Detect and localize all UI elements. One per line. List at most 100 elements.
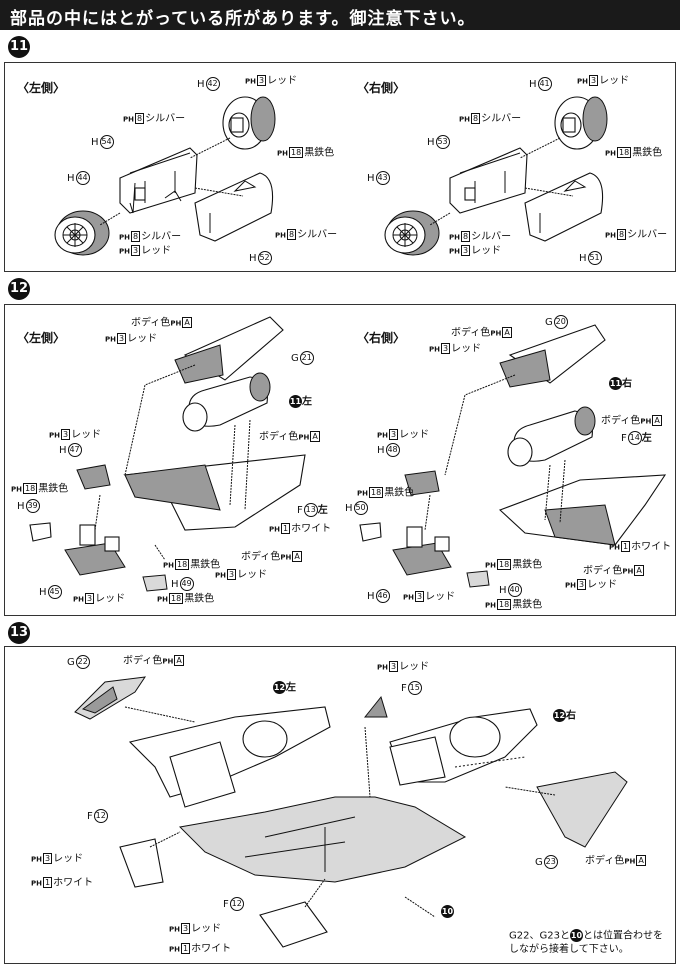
h39-part-drawing [29, 522, 52, 542]
h47-part-drawing [76, 464, 111, 490]
left-engine-assembly-drawing [128, 706, 331, 808]
label-ref11-r: 11右 [609, 377, 632, 390]
main-body-drawing [178, 796, 467, 883]
caution-banner: 部品の中にはとがっている所があります。御注意下さい。 [0, 0, 680, 30]
f12-right-part-drawing [259, 901, 328, 948]
engine-right-drawing [507, 406, 596, 467]
f14-body-drawing [498, 474, 667, 546]
h43-turbine-drawing [384, 210, 440, 256]
h52-cover-drawing [194, 172, 274, 242]
step-11-drawing [54, 96, 608, 256]
g23-fin-drawing [536, 771, 628, 848]
label-ref11-l: 11左 [289, 395, 312, 408]
step-13-number: 13 [8, 622, 30, 644]
h42-nozzle-drawing [222, 96, 276, 150]
h50-part-drawing [359, 522, 382, 542]
step-11-number: 11 [8, 36, 30, 58]
h49-part-drawing [142, 574, 168, 592]
h46-part-drawing [392, 526, 452, 576]
h54-part-drawing [119, 147, 198, 214]
step-12-drawing [29, 316, 667, 592]
side-right-heading-12: 〈右側〉 [357, 331, 406, 345]
f12-left-part-drawing [119, 838, 164, 888]
h44-turbine-drawing [54, 210, 110, 256]
h48-part-drawing [404, 470, 440, 496]
step-13-drawing [74, 676, 628, 948]
side-left-heading-12: 〈左側〉 [17, 331, 66, 345]
h45-part-drawing [64, 524, 126, 576]
f13-body-drawing [123, 454, 306, 531]
label-ref12-right: 12右 [553, 709, 576, 722]
right-engine-assembly-drawing [389, 708, 538, 786]
side-right-heading: 〈右側〉 [357, 81, 406, 95]
h53-part-drawing [449, 147, 528, 214]
alignment-note: G22、G23と10とは位置合わせを しながら接着して下さい。 [509, 929, 663, 956]
h41-nozzle-drawing [554, 96, 608, 150]
h40-part-drawing [466, 570, 490, 588]
engine-left-drawing [182, 372, 271, 432]
h51-cover-drawing [524, 172, 604, 242]
label-ref12-left: 12左 [273, 681, 296, 694]
g21-wing-drawing [174, 316, 284, 384]
